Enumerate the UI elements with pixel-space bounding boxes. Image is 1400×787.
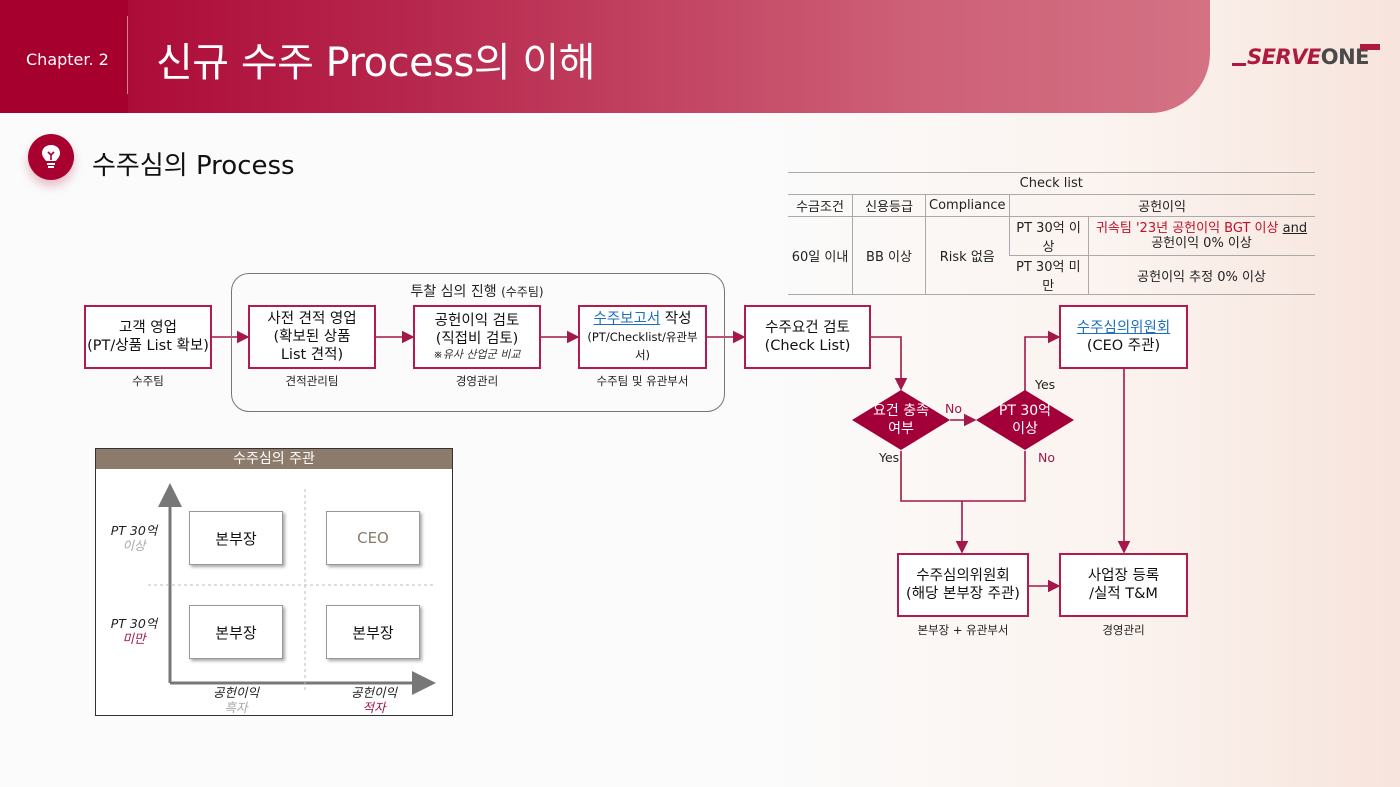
decision-2-text: PT 30억 이상 xyxy=(984,402,1066,438)
header-payment: 수금조건 xyxy=(796,200,844,215)
page-title: 신규 수주 Process의 이해 xyxy=(156,40,595,86)
bid-review-group xyxy=(231,273,725,412)
ceo-committee-link[interactable]: 수주심의위원회 xyxy=(1076,320,1171,336)
registration-line2: /실적 T&M xyxy=(1089,586,1158,602)
y-label-high-line1: PT 30억 xyxy=(110,523,158,538)
hq-committee-box: 수주심의위원회 (해당 본부장 주관) xyxy=(897,553,1029,617)
x-label-loss-line1: 공헌이익 xyxy=(350,685,397,700)
arrow-decision2-ceo xyxy=(1024,330,1061,391)
criteria-high-and: and xyxy=(1282,221,1308,236)
registration-box: 사업장 등록 /실적 T&M xyxy=(1059,553,1188,617)
condition-high: PT 30억 이상 xyxy=(1008,216,1089,256)
compliance-value: Risk 없음 xyxy=(925,216,1010,295)
step-order-report: 수주보고서 작성 (PT/Checklist/유관부서) xyxy=(578,305,707,369)
step-1-owner: 수주팀 xyxy=(132,374,164,388)
hq-committee-line2: (해당 본부장 주관) xyxy=(906,586,1020,602)
logo-bar xyxy=(1360,44,1380,50)
approval-matrix: 수주심의 주관 본부장 CEO 본부장 본부장 PT 30억 이상 PT 30억… xyxy=(95,448,453,716)
criteria-high-rest: 공헌이익 0% 이상 xyxy=(1151,236,1252,251)
x-label-profit-line2: 흑자 xyxy=(224,700,248,715)
decision-1-text: 요건 충족 여부 xyxy=(860,402,942,438)
step-1-line1: 고객 영업 xyxy=(119,320,177,336)
step-3-line2: (직접비 검토) xyxy=(435,331,519,347)
y-label-low-line1: PT 30억 xyxy=(110,616,158,631)
x-label-loss: 공헌이익 적자 xyxy=(334,685,414,715)
header-compliance: Compliance xyxy=(925,194,1010,217)
matrix-axes xyxy=(148,483,436,695)
y-label-low-line2: 미만 xyxy=(122,631,146,646)
checklist-table: Check list 수금조건 신용등급 Compliance 공헌이익 60일… xyxy=(788,172,1315,295)
criteria-high: 귀속팀 '23년 공헌이익 BGT 이상 and 공헌이익 0% 이상 xyxy=(1087,216,1315,256)
decision-1-no-label: No xyxy=(945,401,962,416)
cell-high-loss: CEO xyxy=(326,511,420,565)
credit-value: BB 이상 xyxy=(852,216,926,295)
header-divider xyxy=(127,16,128,94)
step-2-line1: 사전 견적 영업 xyxy=(267,311,357,327)
x-label-profit: 공헌이익 흑자 xyxy=(196,685,276,715)
step-3-note: ※유사 산업군 비교 xyxy=(433,348,521,361)
x-label-profit-line1: 공헌이익 xyxy=(212,685,259,700)
matrix-title: 수주심의 주관 xyxy=(96,449,452,469)
step-5-line2: (Check List) xyxy=(764,338,851,354)
chapter-block xyxy=(0,0,128,113)
header-contribution: 공헌이익 xyxy=(1008,194,1315,217)
registration-line1: 사업장 등록 xyxy=(1087,568,1160,584)
arrow-5-decision1 xyxy=(871,336,908,391)
lightbulb-icon xyxy=(28,134,74,180)
order-report-link[interactable]: 수주보고서 xyxy=(593,311,661,327)
decision-2-line2: 이상 xyxy=(1012,421,1038,437)
ceo-committee-line2: (CEO 주관) xyxy=(1086,338,1161,354)
decision-1-line2: 여부 xyxy=(888,421,914,437)
logo-underscore xyxy=(1232,63,1246,66)
logo-serve: SERVE xyxy=(1247,45,1321,69)
step-customer-sales: 고객 영업 (PT/상품 List 확보) xyxy=(84,305,212,369)
x-label-loss-line2: 적자 xyxy=(362,700,386,715)
decision-diamond-1 xyxy=(852,390,950,450)
cell-low-loss: 본부장 xyxy=(326,605,420,659)
step-pre-estimate: 사전 견적 영업 (확보된 상품 List 견적) xyxy=(248,305,376,369)
serveone-logo: SERVEONE xyxy=(1232,44,1380,69)
step-4-owner: 수주팀 및 유관부서 xyxy=(596,374,689,388)
decision-2-no-label: No xyxy=(1038,450,1055,465)
header-banner: Chapter. 2 신규 수주 Process의 이해 xyxy=(0,0,1210,113)
step-contribution-review: 공헌이익 검토 (직접비 검토) ※유사 산업군 비교 xyxy=(413,305,541,369)
cell-high-profit: 본부장 xyxy=(189,511,283,565)
registration-owner: 경영관리 xyxy=(1102,623,1145,637)
merge-line xyxy=(900,451,1026,502)
cell-low-profit: 본부장 xyxy=(189,605,283,659)
condition-low: PT 30억 미만 xyxy=(1016,260,1081,294)
step-5-line1: 수주요건 검토 xyxy=(765,320,850,336)
decision-2-line1: PT 30억 xyxy=(998,403,1052,419)
step-3-owner: 경영관리 xyxy=(455,374,499,388)
hq-committee-line1: 수주심의위원회 xyxy=(916,568,1010,584)
step-2-owner: 견적관리팀 xyxy=(285,374,339,388)
payment-value: 60일 이내 xyxy=(791,250,849,265)
chapter-label: Chapter. 2 xyxy=(26,50,109,69)
criteria-low: 공헌이익 추정 0% 이상 xyxy=(1087,255,1315,295)
step-1-line2: (PT/상품 List 확보) xyxy=(87,338,209,354)
decision-diamond-2 xyxy=(976,390,1074,450)
bid-review-group-title: 투찰 심의 진행 (수주팀) xyxy=(231,281,723,301)
criteria-high-red: 귀속팀 '23년 공헌이익 BGT 이상 xyxy=(1095,221,1279,236)
decision-1-line1: 요건 충족 xyxy=(873,403,929,419)
y-label-high-line2: 이상 xyxy=(122,538,146,553)
step-requirement-review: 수주요건 검토 (Check List) xyxy=(744,305,871,369)
y-label-low: PT 30억 미만 xyxy=(104,616,164,646)
step-4-line2: (PT/Checklist/유관부서) xyxy=(587,330,698,362)
step-3-line1: 공헌이익 검토 xyxy=(434,313,520,329)
y-label-high: PT 30억 이상 xyxy=(104,523,164,553)
header-credit: 신용등급 xyxy=(852,194,926,217)
group-owner: (수주팀) xyxy=(501,285,544,299)
section-title: 수주심의 Process xyxy=(92,151,295,181)
ceo-committee-box: 수주심의위원회 (CEO 주관) xyxy=(1059,305,1188,369)
decision-1-yes-label: Yes xyxy=(879,450,900,465)
step-2-line3: List 견적) xyxy=(280,347,344,363)
checklist-title: Check list xyxy=(1019,176,1083,191)
group-title-text: 투찰 심의 진행 xyxy=(410,284,497,300)
hq-committee-owner: 본부장 + 유관부서 xyxy=(917,623,1009,637)
step-2-line2: (확보된 상품 xyxy=(273,329,351,345)
decision-2-yes-label: Yes xyxy=(1035,377,1056,392)
step-4-line1-rest: 작성 xyxy=(660,311,692,327)
